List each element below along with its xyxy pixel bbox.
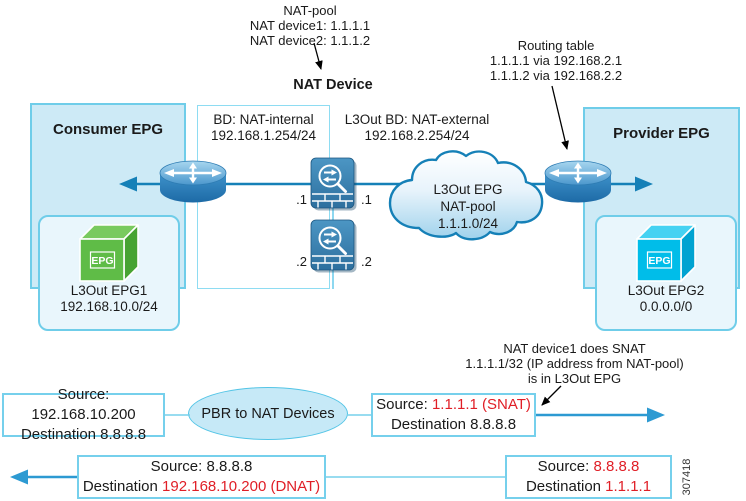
provider-epg-title: Provider EPG [613, 125, 710, 142]
epg-cube-green-icon: EPG [79, 224, 139, 282]
fw1-right-ip: .1 [361, 192, 372, 207]
l3out-epg1-subnet: 192.168.10.0/24 [60, 299, 158, 315]
cloud-label: L3Out EPG NAT-pool 1.1.1.0/24 [386, 181, 550, 232]
return-source-line: Source: 8.8.8.8 [538, 457, 640, 477]
l3out-epg2-name: L3Out EPG2 [627, 283, 705, 298]
dnat-destination-line: Destination 192.168.10.200 (DNAT) [83, 477, 320, 497]
dnat-destination-prefix: Destination [82, 478, 163, 495]
epg-cube-label: EPG [648, 255, 670, 267]
consumer-epg-title: Consumer EPG [52, 121, 164, 138]
bd-internal-label: BD: NAT-internal 192.168.1.254/24 [198, 112, 329, 144]
consumer-router-icon [159, 160, 227, 203]
snat-note-line1: NAT device1 does SNAT [503, 341, 646, 356]
return-destination-value: 1.1.1.1 [605, 478, 652, 495]
snat-note-line2: 1.1.1.1/32 (IP address from NAT-pool) [465, 356, 684, 372]
nat-pool-device2: NAT device2: 1.1.1.2 [249, 33, 371, 49]
dnat-destination-value: 192.168.10.200 (DNAT) [162, 478, 321, 495]
nat-pool-title: NAT-pool [283, 3, 337, 18]
nat-device1-firewall-icon [310, 157, 357, 211]
return-destination-prefix: Destination [525, 478, 606, 495]
fw2-right-ip: .2 [361, 254, 372, 269]
snat-note-annotation: NAT device1 does SNAT 1.1.1.1/32 (IP add… [452, 341, 697, 387]
routing-table-arrow [551, 85, 569, 151]
nat-pool-annotation: NAT-pool NAT device1: 1.1.1.1 NAT device… [225, 3, 395, 49]
routing-table-annotation: Routing table 1.1.1.1 via 192.168.2.1 1.… [468, 38, 644, 84]
return-source-box: Source: 8.8.8.8 Destination 1.1.1.1 [505, 455, 672, 499]
cloud-line1: L3Out EPG [433, 182, 503, 197]
l3out-epg1-box: EPG L3Out EPG1 192.168.10.0/24 [38, 215, 180, 331]
snat-source-line: Source: 1.1.1.1 (SNAT) [376, 395, 531, 415]
bd-internal-subnet: 192.168.1.254/24 [210, 127, 317, 143]
provider-router-icon [544, 160, 612, 203]
routing-table-title: Routing table [517, 38, 595, 53]
nat-device2-firewall-icon [310, 219, 357, 273]
snat-source-prefix: Source: [376, 395, 432, 413]
cloud-line3: 1.1.1.0/24 [437, 216, 499, 231]
outbound-source-line: Source: 192.168.10.200 [31, 385, 136, 423]
l3out-epg1-name: L3Out EPG1 [70, 283, 148, 298]
snat-note-arrow [541, 385, 562, 406]
nat-device-label: NAT Device [293, 77, 373, 93]
routing-table-route1: 1.1.1.1 via 192.168.2.1 [489, 53, 623, 69]
pbr-label: PBR to NAT Devices [201, 405, 335, 422]
bd-external-name: L3Out BD: NAT-external [344, 112, 490, 127]
routing-table-route2: 1.1.1.2 via 192.168.2.2 [489, 68, 623, 84]
cloud-line2: NAT-pool [440, 199, 496, 214]
l3out-cloud-icon [388, 150, 544, 241]
figure-number: 307418 [681, 458, 693, 496]
fw2-left-ip: .2 [296, 254, 307, 269]
return-source-value: 8.8.8.8 [593, 457, 640, 475]
l3out-epg2-box: EPG L3Out EPG2 0.0.0.0/0 [595, 215, 737, 331]
snat-result-box: Source: 1.1.1.1 (SNAT) Destination 8.8.8… [371, 393, 536, 437]
epg-cube-label: EPG [91, 255, 113, 267]
outbound-destination-line: Destination 8.8.8.8 [20, 426, 147, 444]
outbound-arrowhead-icon [647, 407, 665, 423]
bd-external-label: L3Out BD: NAT-external 192.168.2.254/24 [333, 112, 501, 144]
l3out-epg2-subnet: 0.0.0.0/0 [639, 299, 693, 315]
snat-note-line3: is in L3Out EPG [527, 371, 622, 387]
pbr-ellipse: PBR to NAT Devices [188, 387, 348, 440]
nat-pool-device1: NAT device1: 1.1.1.1 [249, 18, 371, 34]
return-arrowhead-icon [10, 469, 28, 485]
fw1-left-ip: .1 [296, 192, 307, 207]
dnat-result-box: Source: 8.8.8.8 Destination 192.168.10.2… [77, 455, 326, 499]
epg-cube-cyan-icon: EPG [636, 224, 696, 282]
dnat-source-line: Source: 8.8.8.8 [150, 457, 253, 475]
snat-destination-line: Destination 8.8.8.8 [390, 416, 517, 433]
bd-external-subnet: 192.168.2.254/24 [364, 127, 470, 143]
snat-source-value: 1.1.1.1 (SNAT) [431, 395, 531, 413]
return-destination-line: Destination 1.1.1.1 [526, 477, 651, 497]
return-source-prefix: Source: [537, 457, 594, 475]
bd-internal-name: BD: NAT-internal [213, 112, 314, 127]
outbound-source-box: Source: 192.168.10.200 Destination 8.8.8… [2, 386, 165, 443]
